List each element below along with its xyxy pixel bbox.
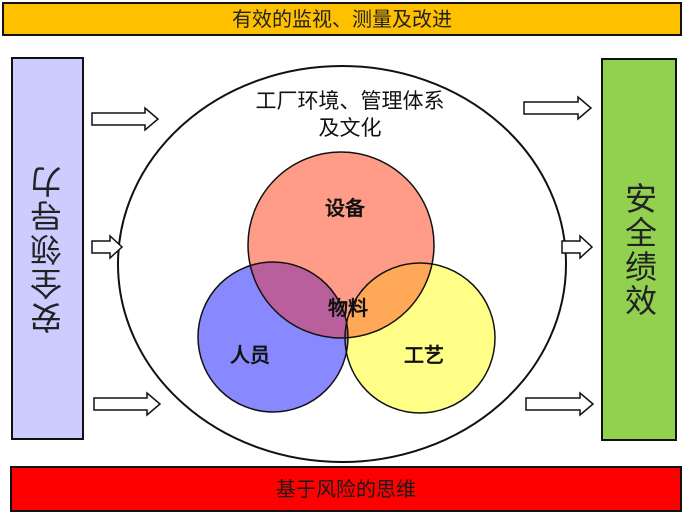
bottom-banner: 基于风险的思维 (10, 466, 682, 512)
arrow-right-2 (561, 234, 594, 260)
equipment-label: 设备 (325, 196, 365, 220)
right-panel-safety-performance: 安全绩效 (601, 58, 677, 441)
outer-circle-label: 工厂环境、管理体系 及文化 (230, 88, 470, 142)
arrow-left-2 (91, 234, 124, 260)
center-material-label: 物料 (328, 296, 368, 320)
left-panel-safety-leadership: 安全领导力 (11, 57, 84, 440)
outer-circle-label-line2: 及文化 (318, 116, 382, 140)
process-label: 工艺 (404, 343, 444, 367)
equipment-process-overlap (345, 263, 434, 338)
arrow-left-1 (91, 106, 160, 132)
bottom-banner-text: 基于风险的思维 (276, 477, 416, 501)
people-label: 人员 (230, 343, 270, 367)
arrow-right-3 (525, 391, 595, 417)
arrow-right-1 (523, 95, 593, 121)
people-equipment-overlap (248, 262, 348, 338)
right-panel-text: 安全绩效 (620, 181, 658, 318)
arrow-left-3 (93, 391, 162, 417)
top-banner-text: 有效的监视、测量及改进 (232, 7, 452, 31)
top-banner: 有效的监视、测量及改进 (2, 2, 682, 36)
outer-circle-label-line1: 工厂环境、管理体系 (255, 89, 445, 113)
